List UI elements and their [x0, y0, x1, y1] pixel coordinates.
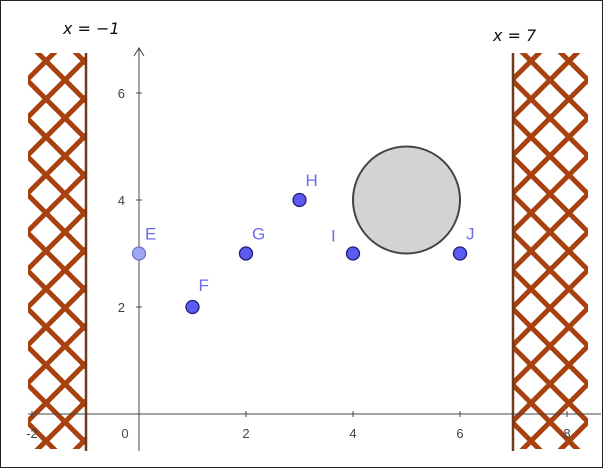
- lattice-bar: [28, 207, 86, 273]
- lattice-bar: [1, 41, 28, 461]
- lattice-bar: [292, 41, 603, 461]
- lattice-bar: [513, 77, 588, 160]
- lattice-bar: [28, 131, 86, 197]
- y-tick-label: 2: [118, 300, 125, 315]
- lattice-bar: [513, 76, 588, 159]
- point-h[interactable]: [292, 192, 307, 208]
- point-label-i: I: [331, 227, 336, 246]
- lattice-bar: [513, 152, 588, 235]
- point-f[interactable]: [185, 299, 200, 315]
- lattice-bar: [28, 267, 86, 333]
- lattice-bar: [1, 41, 28, 461]
- lattice-bar: [513, 343, 588, 426]
- lattice-bar: [28, 245, 86, 311]
- lattice-bar: [513, 53, 581, 121]
- x-tick-label: 4: [349, 426, 356, 441]
- lattice-bar: [513, 267, 588, 350]
- lattice-bar: [254, 41, 603, 461]
- lattice-bar: [519, 380, 588, 449]
- lattice-bar: [519, 53, 588, 122]
- lattice-bar: [513, 53, 543, 83]
- lattice-bar: [482, 41, 603, 461]
- point-label-j: J: [466, 225, 475, 244]
- points-layer: E F G H I J: [131, 171, 475, 315]
- lattice-bar: [34, 397, 86, 449]
- point-label-e: E: [145, 225, 156, 244]
- point-g[interactable]: [238, 246, 254, 261]
- lattice-bar: [292, 41, 603, 461]
- lattice-bar: [28, 381, 86, 447]
- right-boundary-wall[interactable]: [93, 41, 603, 461]
- left-boundary-label: x = −1: [62, 19, 120, 38]
- x-tick-label: 8: [563, 426, 570, 441]
- lattice-bar: [28, 115, 86, 181]
- lattice-bar: [587, 41, 603, 461]
- lattice-bar: [254, 41, 603, 461]
- y-tick-label: 6: [118, 86, 125, 101]
- lattice-bar: [513, 381, 581, 449]
- lattice-bar: [34, 53, 86, 105]
- lattice-bar: [93, 41, 513, 461]
- lattice-bar: [28, 321, 86, 387]
- point-label-g: G: [252, 225, 265, 244]
- x-tick-label: 0: [121, 426, 128, 441]
- y-axis-arrow-icon: [133, 47, 145, 57]
- lattice-bar: [513, 419, 543, 449]
- lattice-bar: [28, 53, 58, 83]
- lattice-bar: [28, 343, 86, 409]
- y-tick-labels: 2 4 6: [118, 86, 142, 315]
- lattice-bar: [513, 342, 588, 425]
- lattice-bar: [28, 305, 86, 371]
- lattice-bar: [93, 41, 513, 461]
- point-i[interactable]: [345, 246, 361, 261]
- lattice-bar: [28, 169, 86, 235]
- point-j[interactable]: [452, 246, 468, 261]
- lattice-bar: [513, 228, 588, 311]
- circle-obstacle[interactable]: [352, 145, 461, 255]
- point-e[interactable]: [131, 246, 147, 261]
- right-boundary-label: x = 7: [492, 26, 537, 45]
- lattice-bar: [513, 190, 588, 273]
- left-boundary-wall[interactable]: [1, 41, 603, 461]
- lattice-bar: [28, 77, 86, 143]
- lattice-bar: [28, 55, 86, 121]
- x-tick-label: 2: [242, 426, 249, 441]
- point-label-h: H: [306, 171, 318, 190]
- x-tick-label: 6: [456, 426, 463, 441]
- x-tick-labels: -2 0 2 4 6 8: [26, 411, 571, 441]
- lattice-bar: [587, 41, 603, 461]
- point-label-f: F: [199, 276, 209, 295]
- x-tick-label: -2: [26, 426, 38, 441]
- lattice-bar: [482, 41, 603, 461]
- lattice-bar: [28, 93, 86, 159]
- lattice-bar: [28, 359, 86, 425]
- lattice-bar: [28, 419, 58, 449]
- y-tick-label: 4: [118, 193, 125, 208]
